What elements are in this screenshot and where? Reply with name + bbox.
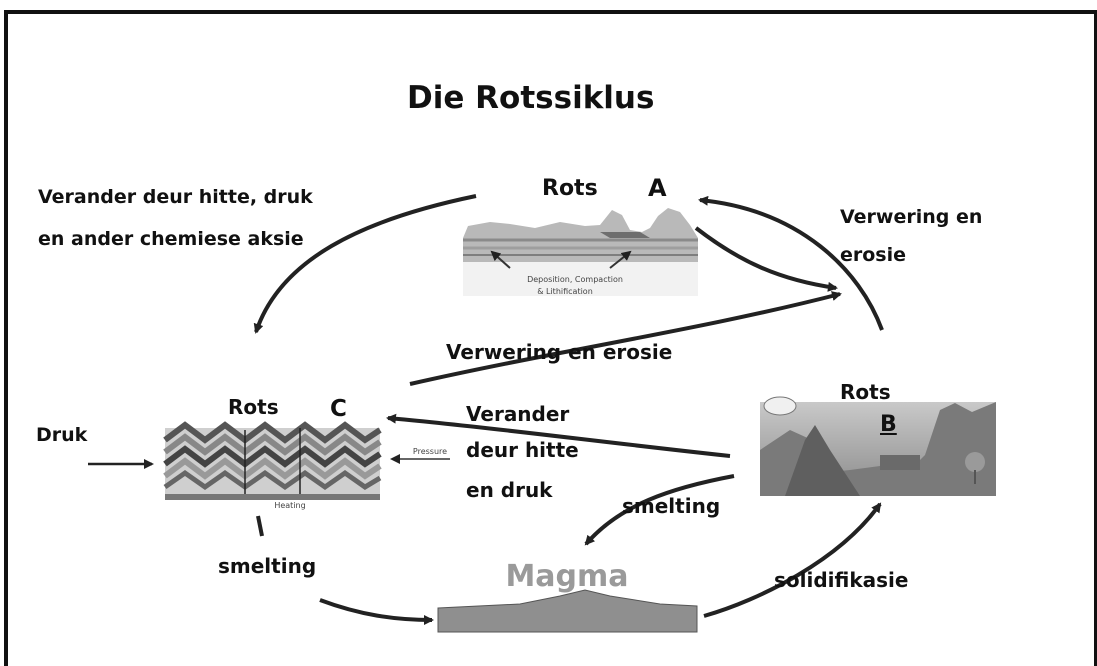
rock-c-label: Rots <box>228 395 279 419</box>
change-heat-pressure-chem-line1: Verander deur hitte, druk <box>38 186 313 208</box>
solidification-label: solidifikasie <box>774 568 909 592</box>
melting-left-label: smelting <box>218 554 317 578</box>
rock-a-caption-2: & Lithification <box>537 287 593 296</box>
magma-illustration <box>437 589 698 633</box>
cycle-arrows <box>88 194 884 625</box>
rock-c-heating-label: Heating <box>274 501 305 510</box>
rock-b-illustration <box>760 396 996 496</box>
change-heat-pressure-line2: deur hitte <box>466 438 579 462</box>
rock-c-pressure-label: Pressure <box>413 447 447 456</box>
arrow-a-to-c <box>253 194 477 334</box>
rock-a-label: Rots <box>542 176 598 201</box>
rock-a-illustration: Deposition, Compaction & Lithification <box>463 208 698 296</box>
arrow-b-to-a <box>698 195 884 331</box>
change-heat-pressure-line3: en druk <box>466 478 553 502</box>
arrow-c-down <box>256 515 264 537</box>
arrow-b-to-c <box>386 413 731 458</box>
weathering-top-line1: Verwering en <box>840 206 983 228</box>
arrow-a-to-weathering <box>694 226 838 292</box>
weathering-top-line2: erosie <box>840 244 907 266</box>
rock-c-illustration: Heating Pressure <box>163 421 450 510</box>
rock-a-letter: A <box>648 174 667 202</box>
arrow-c-to-weathering <box>409 291 842 386</box>
rock-b-label: Rots <box>840 380 891 404</box>
diagram-border <box>4 10 1097 666</box>
arrow-b-to-magma <box>584 474 735 546</box>
magma-label: Magma <box>505 559 628 594</box>
rock-c-letter: C <box>330 396 347 422</box>
melting-right-label: smelting <box>622 494 721 518</box>
rock-b-letter: B <box>880 412 897 437</box>
rock-a-caption-1: Deposition, Compaction <box>527 275 623 284</box>
arrow-magma-to-b <box>703 502 882 618</box>
change-heat-pressure-chem-line2: en ander chemiese aksie <box>38 228 304 250</box>
change-heat-pressure-line1: Verander <box>466 402 570 426</box>
pressure-label: Druk <box>36 424 88 446</box>
arrow-c-to-magma <box>319 598 434 625</box>
diagram-title: Die Rotssiklus <box>407 80 655 116</box>
weathering-middle: Verwering en erosie <box>446 340 673 364</box>
